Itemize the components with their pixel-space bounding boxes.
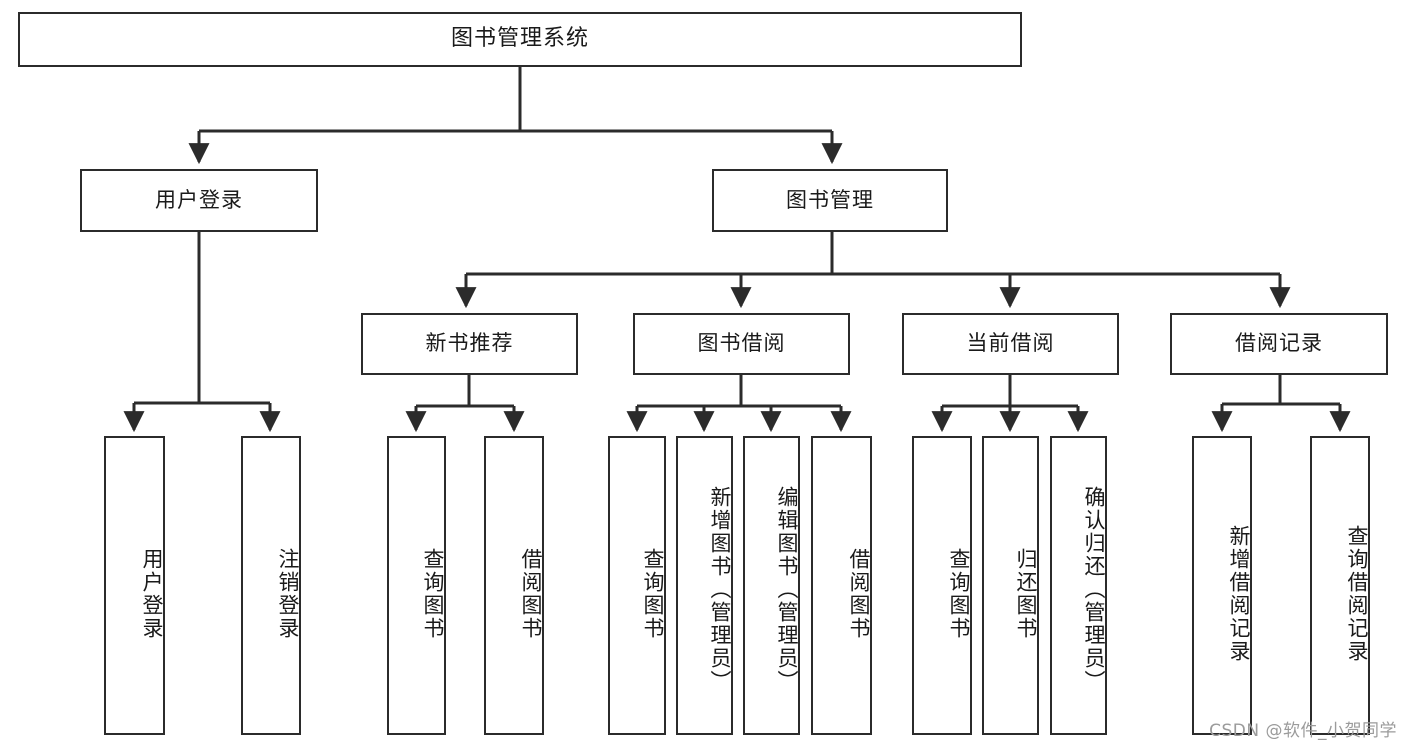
node-label: 图书管理系统 xyxy=(450,26,589,52)
leaf-current-borrow-confirm-return[interactable]: 确认归还（管理员） xyxy=(1050,436,1107,735)
node-label: 新增借阅记录 xyxy=(1227,524,1251,663)
node-label: 借阅图书 xyxy=(519,547,543,640)
node-label: 编辑图书（管理员） xyxy=(775,486,799,693)
node-label: 归还图书 xyxy=(1014,547,1038,640)
node-book-borrow[interactable]: 图书借阅 xyxy=(633,313,850,375)
leaf-new-book-query[interactable]: 查询图书 xyxy=(387,436,446,735)
node-label: 注销登录 xyxy=(276,547,300,640)
node-label: 新书推荐 xyxy=(425,331,514,356)
leaf-user-login-signin[interactable]: 用户登录 xyxy=(104,436,165,735)
node-label: 当前借阅 xyxy=(966,331,1055,356)
node-label: 新增图书（管理员） xyxy=(708,486,732,693)
node-new-book-recommend[interactable]: 新书推荐 xyxy=(361,313,578,375)
node-label: 借阅记录 xyxy=(1235,331,1323,356)
node-label: 借阅图书 xyxy=(847,547,871,640)
node-label: 用户登录 xyxy=(155,187,243,212)
leaf-current-borrow-return[interactable]: 归还图书 xyxy=(982,436,1039,735)
watermark-text: CSDN @软件_小贺同学 xyxy=(1209,721,1397,741)
leaf-book-borrow-edit[interactable]: 编辑图书（管理员） xyxy=(743,436,800,735)
leaf-book-borrow-query[interactable]: 查询图书 xyxy=(608,436,666,735)
node-label: 查询图书 xyxy=(641,547,665,640)
node-user-login[interactable]: 用户登录 xyxy=(80,169,318,232)
node-book-management[interactable]: 图书管理 xyxy=(712,169,948,232)
node-label: 图书借阅 xyxy=(697,331,786,356)
leaf-user-login-signout[interactable]: 注销登录 xyxy=(241,436,301,735)
leaf-borrow-record-add[interactable]: 新增借阅记录 xyxy=(1192,436,1252,735)
node-label: 图书管理 xyxy=(786,187,874,212)
node-label: 用户登录 xyxy=(140,547,164,640)
leaf-new-book-borrow[interactable]: 借阅图书 xyxy=(484,436,544,735)
leaf-borrow-record-query[interactable]: 查询借阅记录 xyxy=(1310,436,1370,735)
node-label: 查询图书 xyxy=(421,547,445,640)
node-borrow-record[interactable]: 借阅记录 xyxy=(1170,313,1388,375)
leaf-book-borrow-add[interactable]: 新增图书（管理员） xyxy=(676,436,733,735)
node-root-system[interactable]: 图书管理系统 xyxy=(18,12,1022,67)
node-label: 确认归还（管理员） xyxy=(1082,486,1106,693)
node-current-borrow[interactable]: 当前借阅 xyxy=(902,313,1119,375)
leaf-book-borrow-lend[interactable]: 借阅图书 xyxy=(811,436,872,735)
node-label: 查询借阅记录 xyxy=(1345,524,1369,663)
node-label: 查询图书 xyxy=(947,547,971,640)
leaf-current-borrow-query[interactable]: 查询图书 xyxy=(912,436,972,735)
